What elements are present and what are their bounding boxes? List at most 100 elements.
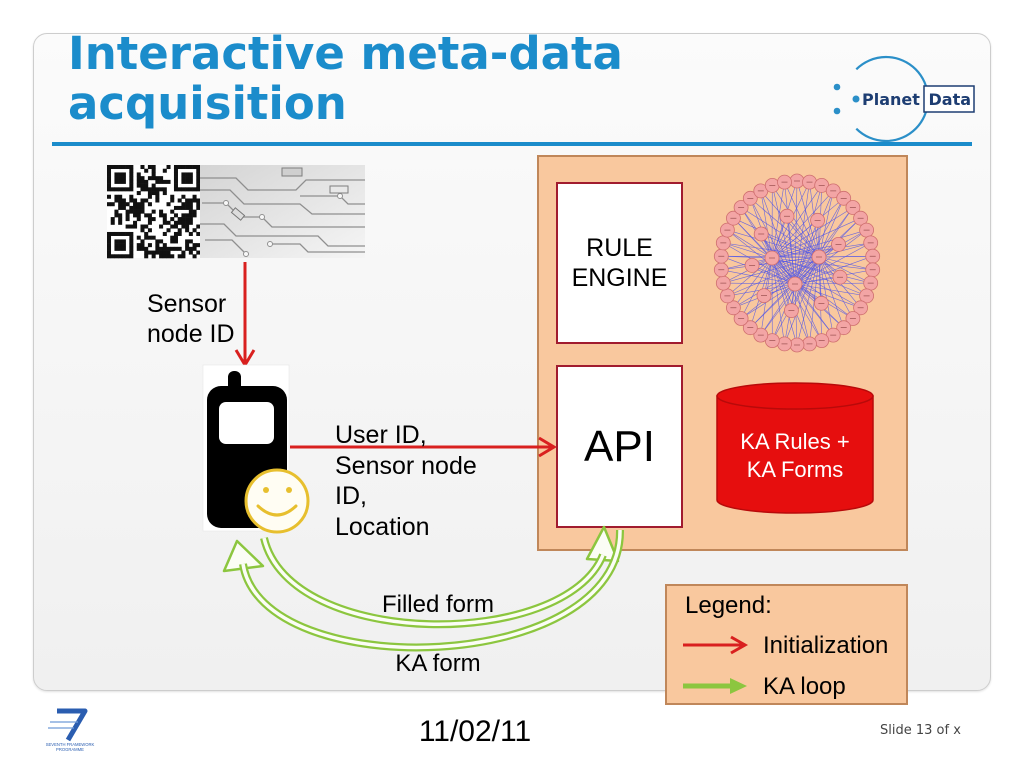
ka-form-label: KA form xyxy=(395,650,481,677)
graph-edge xyxy=(740,207,796,285)
request-label-line-3: ID, xyxy=(335,482,367,510)
sensor-label-line-1: Sensor xyxy=(147,290,227,318)
logo-word-data: Data xyxy=(929,90,972,109)
graph-edge xyxy=(818,256,871,284)
database-label: KA Rules + KA Forms xyxy=(717,428,873,484)
graph-edge xyxy=(771,190,834,259)
graph-edge xyxy=(771,257,854,319)
rule-engine-label-line-2: ENGINE xyxy=(571,264,668,292)
slide-title-line-2: acquisition xyxy=(68,77,347,130)
logo-dot xyxy=(833,107,841,115)
graph-edge xyxy=(794,182,810,285)
request-arrow xyxy=(290,436,557,458)
legend-item-ka-loop: KA loop xyxy=(763,673,846,700)
graph-edge xyxy=(786,216,820,258)
request-label-line-4: Location xyxy=(335,512,430,541)
database-label-line-2: KA Forms xyxy=(746,457,844,482)
graph-edge xyxy=(794,229,867,285)
api-box: API xyxy=(556,365,683,528)
slide-number: Slide 13 of x xyxy=(880,723,961,738)
graph-edge xyxy=(750,256,820,328)
graph-edge xyxy=(794,207,854,285)
graph-edge xyxy=(784,181,820,258)
network-graph-icon xyxy=(713,173,881,353)
database-cylinder-icon xyxy=(716,382,874,514)
graph-edge xyxy=(771,216,788,259)
graph-edge xyxy=(794,282,871,285)
graph-edge xyxy=(818,256,854,319)
circuit-board-icon xyxy=(200,165,365,258)
graph-edge xyxy=(760,190,820,258)
logo-bullet xyxy=(852,95,860,103)
graph-edge xyxy=(750,283,796,328)
graph-edge xyxy=(794,242,871,285)
graph-edge xyxy=(794,185,822,285)
graph-edge xyxy=(794,283,861,309)
graph-edge xyxy=(740,207,820,258)
graph-edge xyxy=(794,283,822,341)
smiley-icon xyxy=(244,468,310,534)
sensor-label-line-2: node ID xyxy=(147,320,235,348)
graph-edge xyxy=(751,265,796,285)
graph-edge xyxy=(794,220,818,285)
ka-loop-arrows xyxy=(222,525,625,652)
rule-engine-label-line-1: RULE xyxy=(586,234,653,262)
graph-edge xyxy=(733,217,820,258)
logo-data-box xyxy=(923,85,975,113)
qr-code-icon xyxy=(107,165,201,259)
graph-edge xyxy=(786,216,796,285)
graph-edge xyxy=(721,269,796,285)
red-arrow-icon xyxy=(683,635,749,655)
graph-edge xyxy=(727,229,796,285)
graph-edge xyxy=(794,217,861,285)
graph-edge xyxy=(771,182,785,259)
graph-edge xyxy=(760,283,796,336)
graph-edge xyxy=(771,257,844,328)
planetdata-logo: Planet Data xyxy=(833,55,975,143)
graph-edge xyxy=(794,198,844,285)
graph-edge xyxy=(818,190,834,258)
slide-date: 11/02/11 xyxy=(418,715,532,748)
graph-edge xyxy=(771,207,854,259)
graph-edge xyxy=(771,217,861,259)
graph-edge xyxy=(733,217,796,285)
graph-edge xyxy=(723,242,773,259)
graph-edge xyxy=(794,276,841,285)
graph-edge xyxy=(809,256,820,344)
graph-edge xyxy=(772,185,796,285)
fp7-logo-text-line-1: SEVENTH FRAMEWORK xyxy=(46,742,95,747)
graph-edge xyxy=(752,256,820,266)
graph-edge xyxy=(771,257,873,271)
graph-edge xyxy=(796,180,820,258)
request-label-line-1: User ID, xyxy=(335,421,427,449)
database-label-line-1: KA Rules + xyxy=(740,429,850,454)
graph-edge xyxy=(771,257,798,346)
graph-edge xyxy=(794,244,839,285)
graph-edge xyxy=(733,257,773,308)
graph-edge xyxy=(750,198,820,258)
sensor-id-arrow xyxy=(234,262,256,368)
slide-title: Interactive meta-data acquisition xyxy=(68,29,623,129)
graph-edge xyxy=(771,257,810,345)
graph-edge xyxy=(772,283,796,341)
graph-edge xyxy=(721,255,796,285)
logo-word-planet: Planet xyxy=(862,90,920,109)
rule-engine-box: RULE ENGINE xyxy=(556,182,683,344)
filled-form-label: Filled form xyxy=(381,591,495,618)
graph-edge xyxy=(733,256,820,309)
graph-edge xyxy=(794,283,867,297)
graph-edge xyxy=(760,190,796,285)
legend-title: Legend: xyxy=(685,592,772,619)
graph-edge xyxy=(750,198,796,285)
fp7-logo-text-line-2: PROGRAMME xyxy=(56,747,84,752)
graph-edge xyxy=(771,257,834,336)
slide-title-line-1: Interactive meta-data xyxy=(68,27,623,80)
logo-dot xyxy=(833,83,841,91)
graph-edge xyxy=(794,283,834,336)
graph-edge xyxy=(818,207,854,258)
graph-edge xyxy=(784,256,820,345)
request-label-line-2: Sensor node xyxy=(335,451,477,480)
api-label: API xyxy=(584,421,655,471)
